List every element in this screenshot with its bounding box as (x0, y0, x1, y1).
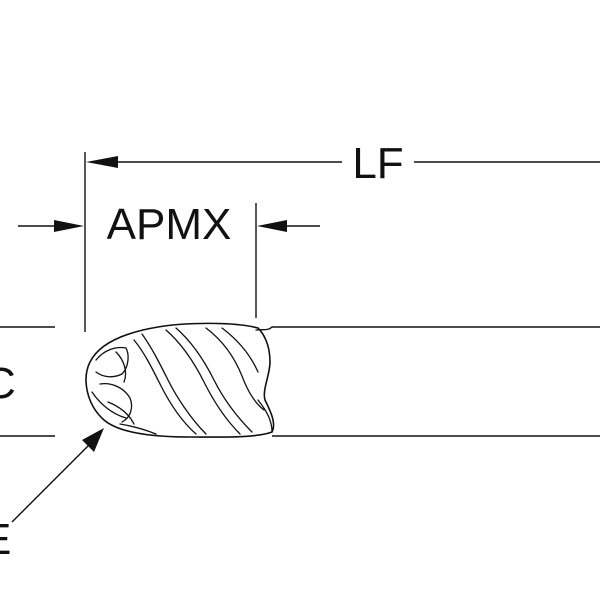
flute-tip-top (255, 326, 273, 331)
flute-line-2 (165, 329, 241, 435)
ball-end-face-2 (99, 382, 133, 423)
re-leader-line (11, 441, 93, 523)
flute-line-1b (141, 333, 207, 435)
apmx-label: APMX (107, 200, 232, 249)
re-dimension: E (0, 428, 104, 564)
apmx-arrowhead-left (54, 220, 84, 232)
ball-end-gash-1 (115, 351, 127, 383)
flute-line-3b (221, 327, 259, 373)
ball-end-gash-2 (107, 401, 135, 425)
flute-line-1 (133, 339, 197, 435)
lf-arrowhead (86, 156, 118, 168)
ball-end-face-3 (91, 391, 127, 419)
shank-junction-edge (257, 399, 273, 433)
ball-end-face-1 (95, 346, 129, 378)
lf-dimension: LF (84, 139, 600, 332)
dc-dimension: C (0, 326, 55, 437)
apmx-dimension: APMX (18, 200, 320, 318)
ball-end-gash-3 (119, 423, 157, 435)
flute-line-2b (175, 327, 253, 433)
flute-line-3 (205, 327, 265, 411)
re-arrowhead (82, 428, 104, 452)
apmx-arrowhead-right (257, 220, 287, 232)
dc-label: C (0, 359, 16, 408)
ball-nose-cutting-head (85, 322, 275, 438)
tool-shank (272, 326, 600, 437)
cutting-head-outline (85, 322, 275, 438)
re-label: E (0, 515, 11, 564)
lf-label: LF (352, 139, 403, 188)
